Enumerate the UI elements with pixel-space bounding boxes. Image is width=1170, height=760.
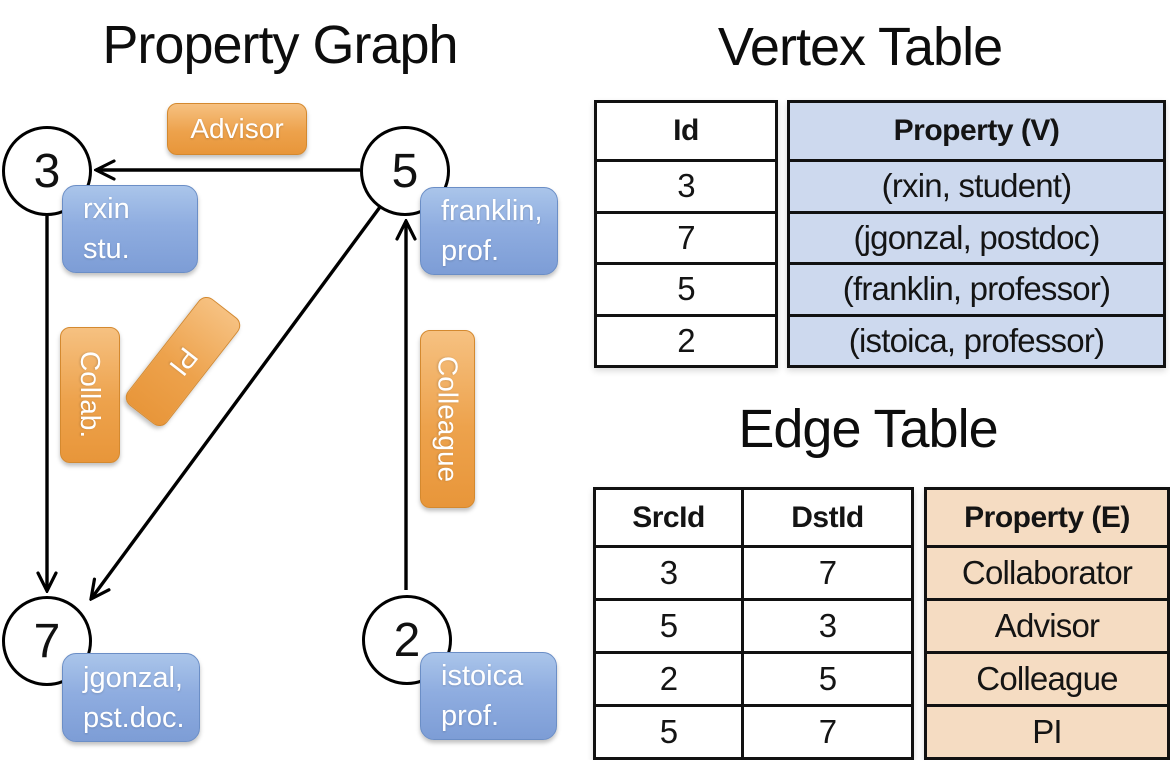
node-label-jgonzal: jgonzal, pst.doc.: [62, 653, 200, 742]
edge-table-cell: 5: [596, 598, 741, 651]
vertex-table-cell: (rxin, student): [790, 159, 1163, 211]
edge-pi-5-to-7: [91, 205, 382, 599]
edge-table-id-columns: SrcId DstId 3 7 5 3 2 5 5 7: [593, 487, 914, 760]
node-label-line: pst.doc.: [83, 701, 185, 734]
edge-table-cell: 2: [596, 651, 741, 704]
graph-node-2: 2: [362, 595, 452, 685]
vertex-table-cell: 5: [597, 262, 775, 314]
graph-node-5: 5: [360, 126, 450, 216]
vertex-table-cell: (istoica, professor): [790, 313, 1163, 365]
vertex-table-title: Vertex Table: [717, 17, 1003, 77]
edge-table-cell: 3: [741, 598, 911, 651]
edge-table-cell: PI: [927, 704, 1167, 757]
node-label-line: istoica: [441, 660, 524, 692]
edge-table-dstid-header: DstId: [741, 490, 911, 545]
node-label-line: stu.: [83, 233, 130, 265]
vertex-table-id-header: Id: [673, 114, 699, 147]
property-graph-title: Property Graph: [102, 15, 458, 75]
edge-label-colleague: Colleague: [420, 330, 475, 508]
edge-table-title: Edge Table: [738, 399, 998, 459]
edge-table-cell: 7: [741, 545, 911, 598]
vertex-table-cell: 2: [597, 313, 775, 366]
edge-table-property-header: Property (E): [927, 490, 1167, 545]
vertex-table-property-column: Property (V) (rxin, student) (jgonzal, p…: [787, 100, 1166, 368]
vertex-table-cell: 7: [597, 210, 775, 263]
node-label-rxin: rxin stu.: [62, 185, 198, 273]
edge-table-cell: Collaborator: [927, 545, 1167, 598]
vertex-table-cell: (jgonzal, postdoc): [790, 210, 1163, 262]
node-label-line: rxin: [83, 193, 130, 225]
edge-label-advisor: Advisor: [167, 103, 307, 155]
node-label-line: prof.: [441, 700, 500, 732]
node-label-line: franklin,: [441, 195, 543, 227]
vertex-table-property-header: Property (V): [790, 103, 1163, 159]
node-label-istoica: istoica prof.: [420, 652, 557, 740]
vertex-table-id-column: Id 3 7 5 2: [594, 100, 778, 368]
vertex-table-cell: (franklin, professor): [790, 262, 1163, 314]
edge-table-cell: 5: [596, 704, 741, 757]
graph-edges-layer: [0, 0, 580, 760]
node-label-line: prof.: [441, 235, 500, 267]
edge-table-cell: 7: [741, 704, 911, 757]
edge-label-collab: Collab.: [60, 327, 120, 463]
edge-table-cell: 5: [741, 651, 911, 704]
edge-table-cell: Advisor: [927, 598, 1167, 651]
edge-table-cell: Colleague: [927, 651, 1167, 704]
edge-table-property-column: Property (E) Collaborator Advisor Collea…: [924, 487, 1170, 760]
edge-table-cell: 3: [596, 545, 741, 598]
node-label-franklin: franklin, prof.: [420, 187, 558, 275]
vertex-table-cell: 3: [597, 159, 775, 211]
node-label-line: jgonzal,: [83, 661, 183, 694]
edge-table-srcid-header: SrcId: [632, 500, 705, 534]
